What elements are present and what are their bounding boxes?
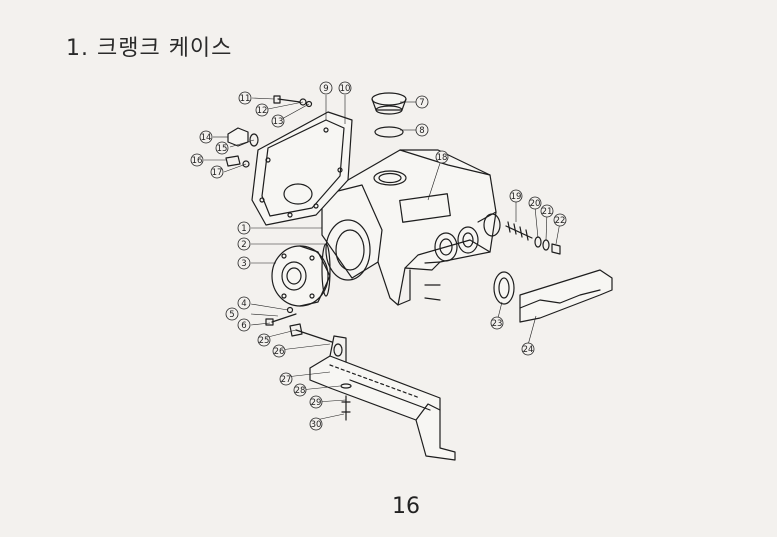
callout-23: 23 <box>490 316 504 330</box>
svg-text:29: 29 <box>311 398 322 408</box>
callout-18: 18 <box>435 150 449 164</box>
oil-seal <box>493 271 515 305</box>
cover-bolts <box>273 95 313 108</box>
svg-text:24: 24 <box>523 345 534 355</box>
callout-15: 15 <box>215 141 229 155</box>
svg-text:5: 5 <box>229 310 234 320</box>
svg-text:7: 7 <box>419 98 424 108</box>
svg-text:14: 14 <box>201 133 212 143</box>
svg-text:20: 20 <box>530 199 541 209</box>
callout-3: 3 <box>237 256 251 270</box>
crankcase-body <box>321 149 501 306</box>
callout-5: 5 <box>225 307 239 321</box>
callout-25: 25 <box>257 333 271 347</box>
callout-24: 24 <box>521 342 535 356</box>
svg-text:12: 12 <box>257 106 268 116</box>
callout-10: 10 <box>338 81 352 95</box>
housing-screws <box>265 306 297 326</box>
callout-13: 13 <box>271 114 285 128</box>
callout-4: 4 <box>237 296 251 310</box>
svg-text:26: 26 <box>274 347 285 357</box>
callout-27: 27 <box>279 372 293 386</box>
svg-text:22: 22 <box>555 216 566 226</box>
side-stud <box>505 221 561 255</box>
callout-21: 21 <box>540 204 554 218</box>
callout-30: 30 <box>309 417 323 431</box>
svg-text:16: 16 <box>192 156 203 166</box>
callout-29: 29 <box>309 395 323 409</box>
callout-7: 7 <box>415 95 429 109</box>
page-number: 16 <box>392 494 420 519</box>
svg-text:18: 18 <box>437 153 448 163</box>
svg-text:10: 10 <box>340 84 351 94</box>
svg-text:27: 27 <box>281 375 292 385</box>
drain-plug <box>225 127 259 168</box>
svg-text:4: 4 <box>241 299 246 309</box>
svg-text:21: 21 <box>542 207 553 217</box>
callout-26: 26 <box>272 344 286 358</box>
callout-1: 1 <box>237 221 251 235</box>
leader-lines <box>204 95 561 421</box>
callout-22: 22 <box>553 213 567 227</box>
svg-text:2: 2 <box>241 240 246 250</box>
svg-text:17: 17 <box>212 168 223 178</box>
svg-text:19: 19 <box>511 192 522 202</box>
svg-text:23: 23 <box>492 319 503 329</box>
svg-text:9: 9 <box>323 84 328 94</box>
svg-text:8: 8 <box>419 126 424 136</box>
svg-text:30: 30 <box>311 420 322 430</box>
svg-text:25: 25 <box>259 336 270 346</box>
svg-text:3: 3 <box>241 259 246 269</box>
callout-16: 16 <box>190 153 204 167</box>
cover-plate <box>519 269 613 323</box>
base-bracket <box>309 335 456 461</box>
callout-9: 9 <box>319 81 333 95</box>
callout-2: 2 <box>237 237 251 251</box>
callout-12: 12 <box>255 103 269 117</box>
callout-14: 14 <box>199 130 213 144</box>
callout-11: 11 <box>238 91 252 105</box>
callout-20: 20 <box>528 196 542 210</box>
oil-cap <box>371 92 407 138</box>
svg-text:13: 13 <box>273 117 284 127</box>
bearing-housing <box>271 243 331 307</box>
callout-28: 28 <box>293 383 307 397</box>
callout-17: 17 <box>210 165 224 179</box>
rear-cover <box>251 111 353 226</box>
mount-bolt <box>289 323 333 343</box>
callout-19: 19 <box>509 189 523 203</box>
svg-text:15: 15 <box>217 144 228 154</box>
callout-8: 8 <box>415 123 429 137</box>
svg-text:1: 1 <box>241 224 246 234</box>
page-title: 1. 크랭크 케이스 <box>66 36 233 61</box>
svg-text:11: 11 <box>240 94 251 104</box>
svg-text:28: 28 <box>295 386 306 396</box>
callout-6: 6 <box>237 318 251 332</box>
callout-layer: 1 2 3 4 5 6 7 8 9 10 11 12 13 14 15 16 1… <box>190 81 567 431</box>
svg-text:6: 6 <box>241 321 246 331</box>
